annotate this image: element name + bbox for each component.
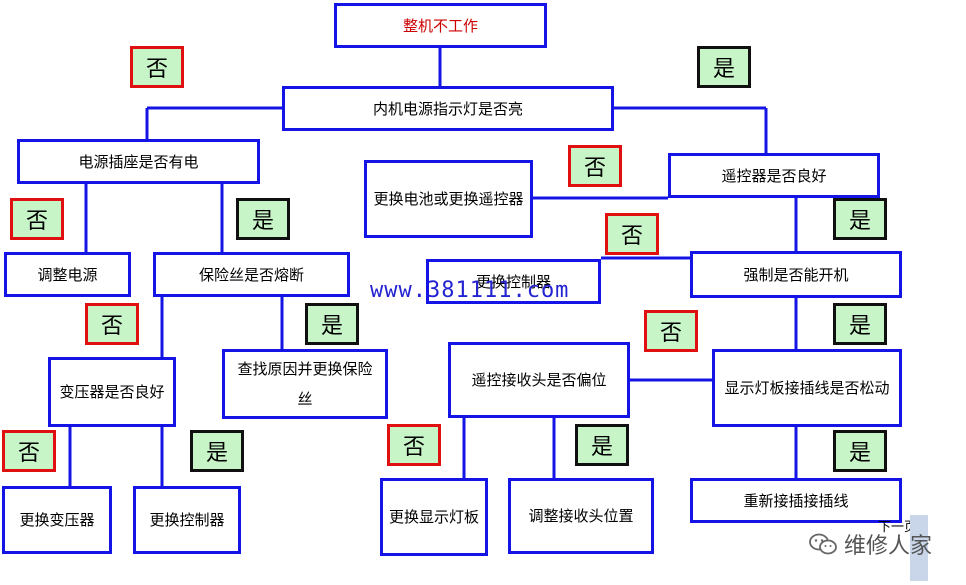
- node-receiver-offset: 遥控接收头是否偏位: [448, 342, 630, 418]
- tag-no: 否: [387, 424, 441, 466]
- scroll-strip: [910, 515, 928, 581]
- node-adjust-power: 调整电源: [4, 252, 131, 297]
- node-replace-display: 更换显示灯板: [380, 478, 488, 556]
- tag-no: 否: [568, 145, 622, 187]
- tag-yes: 是: [575, 424, 629, 466]
- tag-yes: 是: [833, 303, 887, 345]
- tag-yes: 是: [833, 430, 887, 472]
- node-force-on: 强制是否能开机: [690, 251, 902, 298]
- node-reconnect-wire: 重新接插接插线: [690, 478, 902, 523]
- tag-yes: 是: [236, 198, 290, 240]
- node-replace-controller-left: 更换控制器: [133, 486, 241, 554]
- tag-yes: 是: [833, 198, 887, 240]
- node-remote-ok: 遥控器是否良好: [668, 153, 880, 198]
- tag-yes: 是: [190, 430, 244, 472]
- tag-yes: 是: [697, 46, 751, 88]
- tag-no: 否: [605, 213, 659, 255]
- node-fuse-blown: 保险丝是否熔断: [153, 252, 350, 297]
- tag-no: 否: [10, 198, 64, 240]
- tag-no: 否: [644, 310, 698, 352]
- node-replace-battery: 更换电池或更换遥控器: [364, 160, 533, 238]
- tag-no: 否: [85, 303, 139, 345]
- node-display-loose: 显示灯板接插线是否松动: [712, 349, 902, 427]
- next-page-link[interactable]: 下一页: [878, 520, 918, 535]
- wechat-icon: [809, 533, 837, 555]
- node-root: 整机不工作: [334, 3, 547, 48]
- tag-yes: 是: [305, 303, 359, 345]
- brand-name: 维修人家: [844, 534, 933, 559]
- node-replace-transformer: 更换变压器: [2, 486, 112, 554]
- node-power-light: 内机电源指示灯是否亮: [282, 86, 614, 131]
- node-transformer-ok: 变压器是否良好: [48, 357, 176, 427]
- node-adjust-receiver: 调整接收头位置: [508, 478, 654, 554]
- tag-no: 否: [2, 430, 56, 472]
- watermark-url: www.381111.com: [370, 278, 570, 303]
- tag-no: 否: [130, 46, 184, 88]
- node-socket-power: 电源插座是否有电: [17, 139, 260, 184]
- node-find-cause-fuse: 查找原因并更换保险丝: [222, 349, 388, 419]
- brand-badge: 维修人家: [808, 528, 932, 560]
- node-replace-controller-mid: 更换控制器: [426, 259, 601, 304]
